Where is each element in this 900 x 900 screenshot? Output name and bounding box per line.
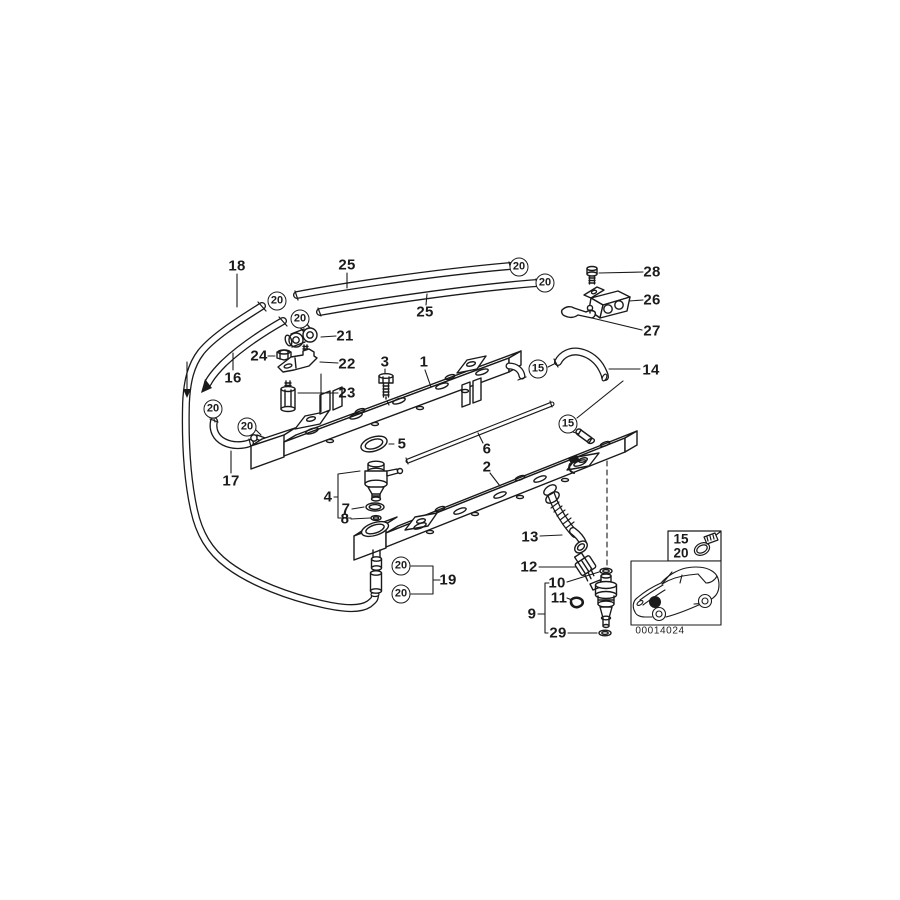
hose-clamp-icon <box>693 531 721 556</box>
location-dot <box>649 596 661 608</box>
hose-18 <box>181 301 380 613</box>
spacer-23 <box>280 380 296 413</box>
clamp-callout-15-1: 15 <box>528 359 548 379</box>
legend-part-20: 20 <box>673 545 689 561</box>
clamp-callout-20-8: 20 <box>391 584 411 604</box>
part-label-25-b: 25 <box>416 303 434 321</box>
fuel-rail-2 <box>353 428 638 561</box>
car-silhouette <box>632 566 720 622</box>
part-label-5: 5 <box>397 435 407 453</box>
clamp-callout-20-1: 20 <box>267 291 287 311</box>
part-label-1: 1 <box>419 353 429 371</box>
legend-box <box>667 530 722 562</box>
part-label-8: 8 <box>340 510 350 528</box>
leader-lines <box>213 271 644 634</box>
part-label-25: 25 <box>338 256 356 274</box>
legend-part-15: 15 <box>673 531 689 547</box>
pipe-6 <box>405 400 555 465</box>
part-label-12: 12 <box>520 558 538 576</box>
fuel-rail-1 <box>250 350 522 470</box>
part-label-19: 19 <box>439 571 457 589</box>
part-label-7: 7 <box>341 500 351 518</box>
bracket-26 <box>583 286 631 319</box>
part-label-13: 13 <box>521 528 539 546</box>
rail-1-outlet-elbow <box>505 362 527 381</box>
clamp-callout-20-6: 20 <box>237 417 257 437</box>
o-ring-10 <box>599 567 613 575</box>
part-label-27: 27 <box>643 322 661 340</box>
o-ring-29 <box>598 629 612 637</box>
bolt-3 <box>378 373 394 406</box>
screw-28 <box>586 265 598 285</box>
hose-14 <box>553 347 609 382</box>
o-ring-7 <box>365 502 385 512</box>
clamp-callout-20-3: 20 <box>509 257 529 277</box>
part-label-22: 22 <box>338 355 356 373</box>
image-code: 00014024 <box>635 625 685 637</box>
part-label-14: 14 <box>642 361 660 379</box>
flow-arrow <box>201 379 212 393</box>
part-label-26: 26 <box>643 291 661 309</box>
part-label-18: 18 <box>228 257 246 275</box>
hose-25-upper <box>293 261 514 301</box>
part-label-24: 24 <box>250 347 268 365</box>
part-label-28: 28 <box>643 263 661 281</box>
part-label-23: 23 <box>338 384 356 402</box>
injector-9 <box>589 573 618 629</box>
part-label-11: 11 <box>550 589 568 607</box>
part-label-3: 3 <box>380 353 390 371</box>
flow-arrow-line <box>183 361 191 398</box>
ring-8 <box>370 514 382 522</box>
part-label-9: 9 <box>527 605 537 623</box>
hose-16 <box>201 316 288 393</box>
quick-connector-19 <box>369 549 383 594</box>
part-label-2: 2 <box>482 458 492 476</box>
part-label-16: 16 <box>224 369 242 387</box>
vent-valve-13 <box>543 484 588 554</box>
bracket-22 <box>277 344 318 373</box>
part-label-29: 29 <box>549 624 567 642</box>
clamp-callout-20-2: 20 <box>290 309 310 329</box>
clamp-callout-20-5: 20 <box>203 399 223 419</box>
nut-24 <box>276 349 292 361</box>
car-locator-box <box>630 560 722 626</box>
connector-12 <box>573 552 597 582</box>
part-label-4: 4 <box>323 488 333 506</box>
gasket-ring-5 <box>360 435 388 453</box>
clamp-callout-20-7: 20 <box>391 556 411 576</box>
clamp-callout-20-4: 20 <box>535 273 555 293</box>
part-label-6: 6 <box>482 440 492 458</box>
part-label-10: 10 <box>548 574 566 592</box>
lever-27 <box>560 304 597 319</box>
clamp-callout-15-2: 15 <box>558 414 578 434</box>
part-label-17: 17 <box>222 472 240 490</box>
part-label-21: 21 <box>336 327 354 345</box>
pressure-regulator-4 <box>364 460 404 502</box>
clip-11 <box>569 596 585 609</box>
